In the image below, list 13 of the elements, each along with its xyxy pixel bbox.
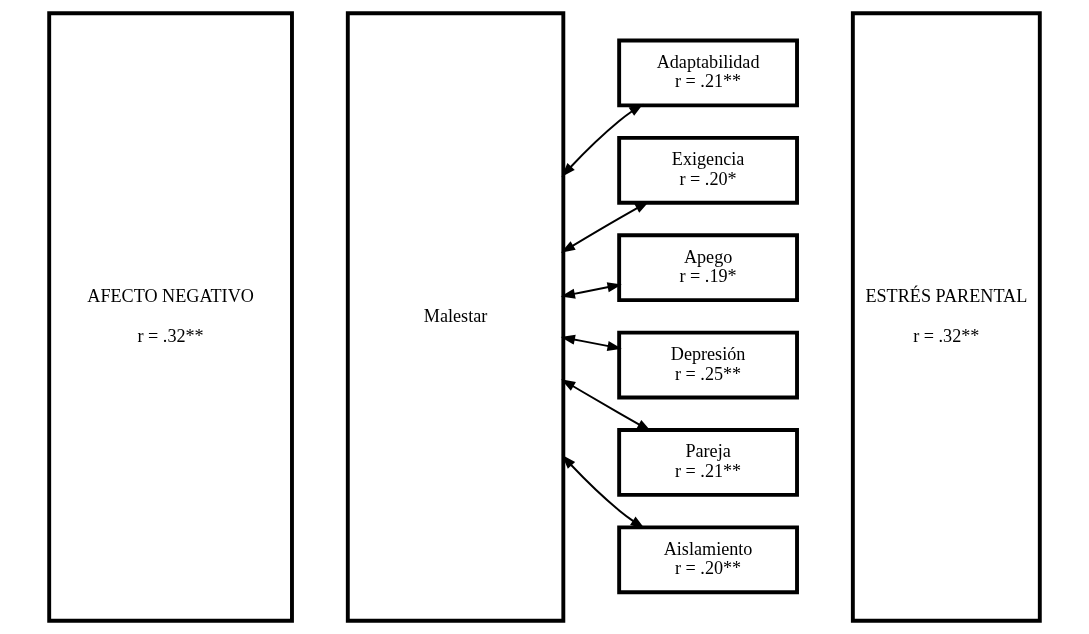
arrow <box>560 201 650 253</box>
arrow <box>561 103 644 178</box>
node-box: Depresión r = .25** <box>617 330 799 400</box>
node-box: AFECTO NEGATIVO r = .32** <box>47 11 294 623</box>
arrow <box>560 334 622 351</box>
arrow <box>560 282 622 299</box>
node-box: Malestar <box>345 11 566 623</box>
node-box: Aislamiento r = .20** <box>617 525 799 595</box>
node-box: ESTRÉS PARENTAL r = .32** <box>850 11 1042 623</box>
node-box: Apego r = .19* <box>617 233 799 303</box>
node-box: Pareja r = .21** <box>617 428 799 497</box>
node-box: Adaptabilidad r = .21** <box>617 38 799 108</box>
node-box: Exigencia r = .20* <box>617 135 799 205</box>
